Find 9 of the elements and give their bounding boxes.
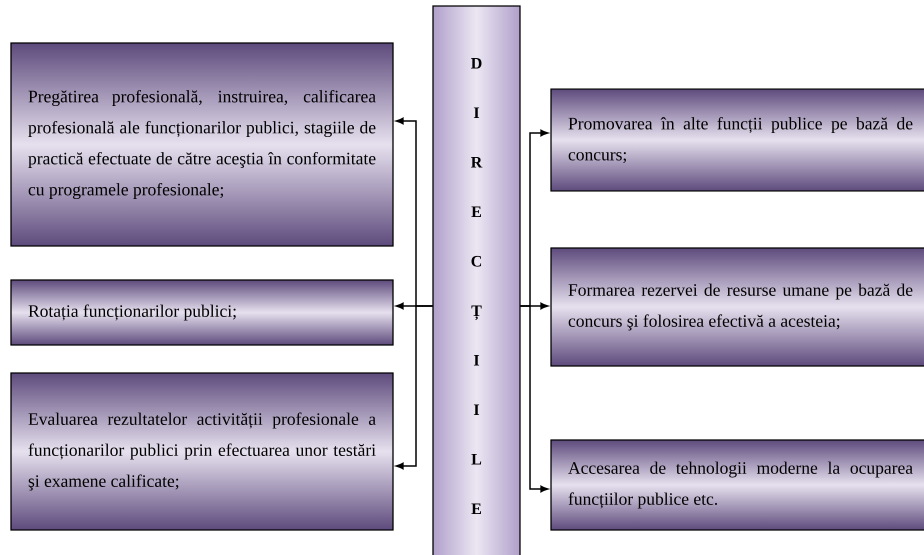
text-box: Evaluarea rezultatelor activității profesionale a funcționarilor publici prin efectuarea unor testări şi examene calificate; [10, 372, 394, 531]
text-box: Formarea rezervei de resurse umane pe bază de concurs şi folosirea efectivă a acesteia; [550, 247, 924, 367]
vertical-bar: DIRECȚIILE [432, 5, 521, 555]
text-box: Promovarea în alte funcții publice pe bază de concurs; [550, 88, 924, 192]
text-box: Pregătirea profesională, instruirea, calificarea profesională ale funcționarilor publici, stagiile de practică efectuate de către aceştia în conformitate cu programele profesionale; [10, 42, 394, 247]
text-box: Rotația funcționarilor publici; [10, 279, 394, 346]
text-box: Accesarea de tehnologii moderne la ocuparea funcțiilor publice etc. [550, 439, 924, 531]
arrow [520, 305, 548, 492]
arrow [396, 305, 432, 470]
